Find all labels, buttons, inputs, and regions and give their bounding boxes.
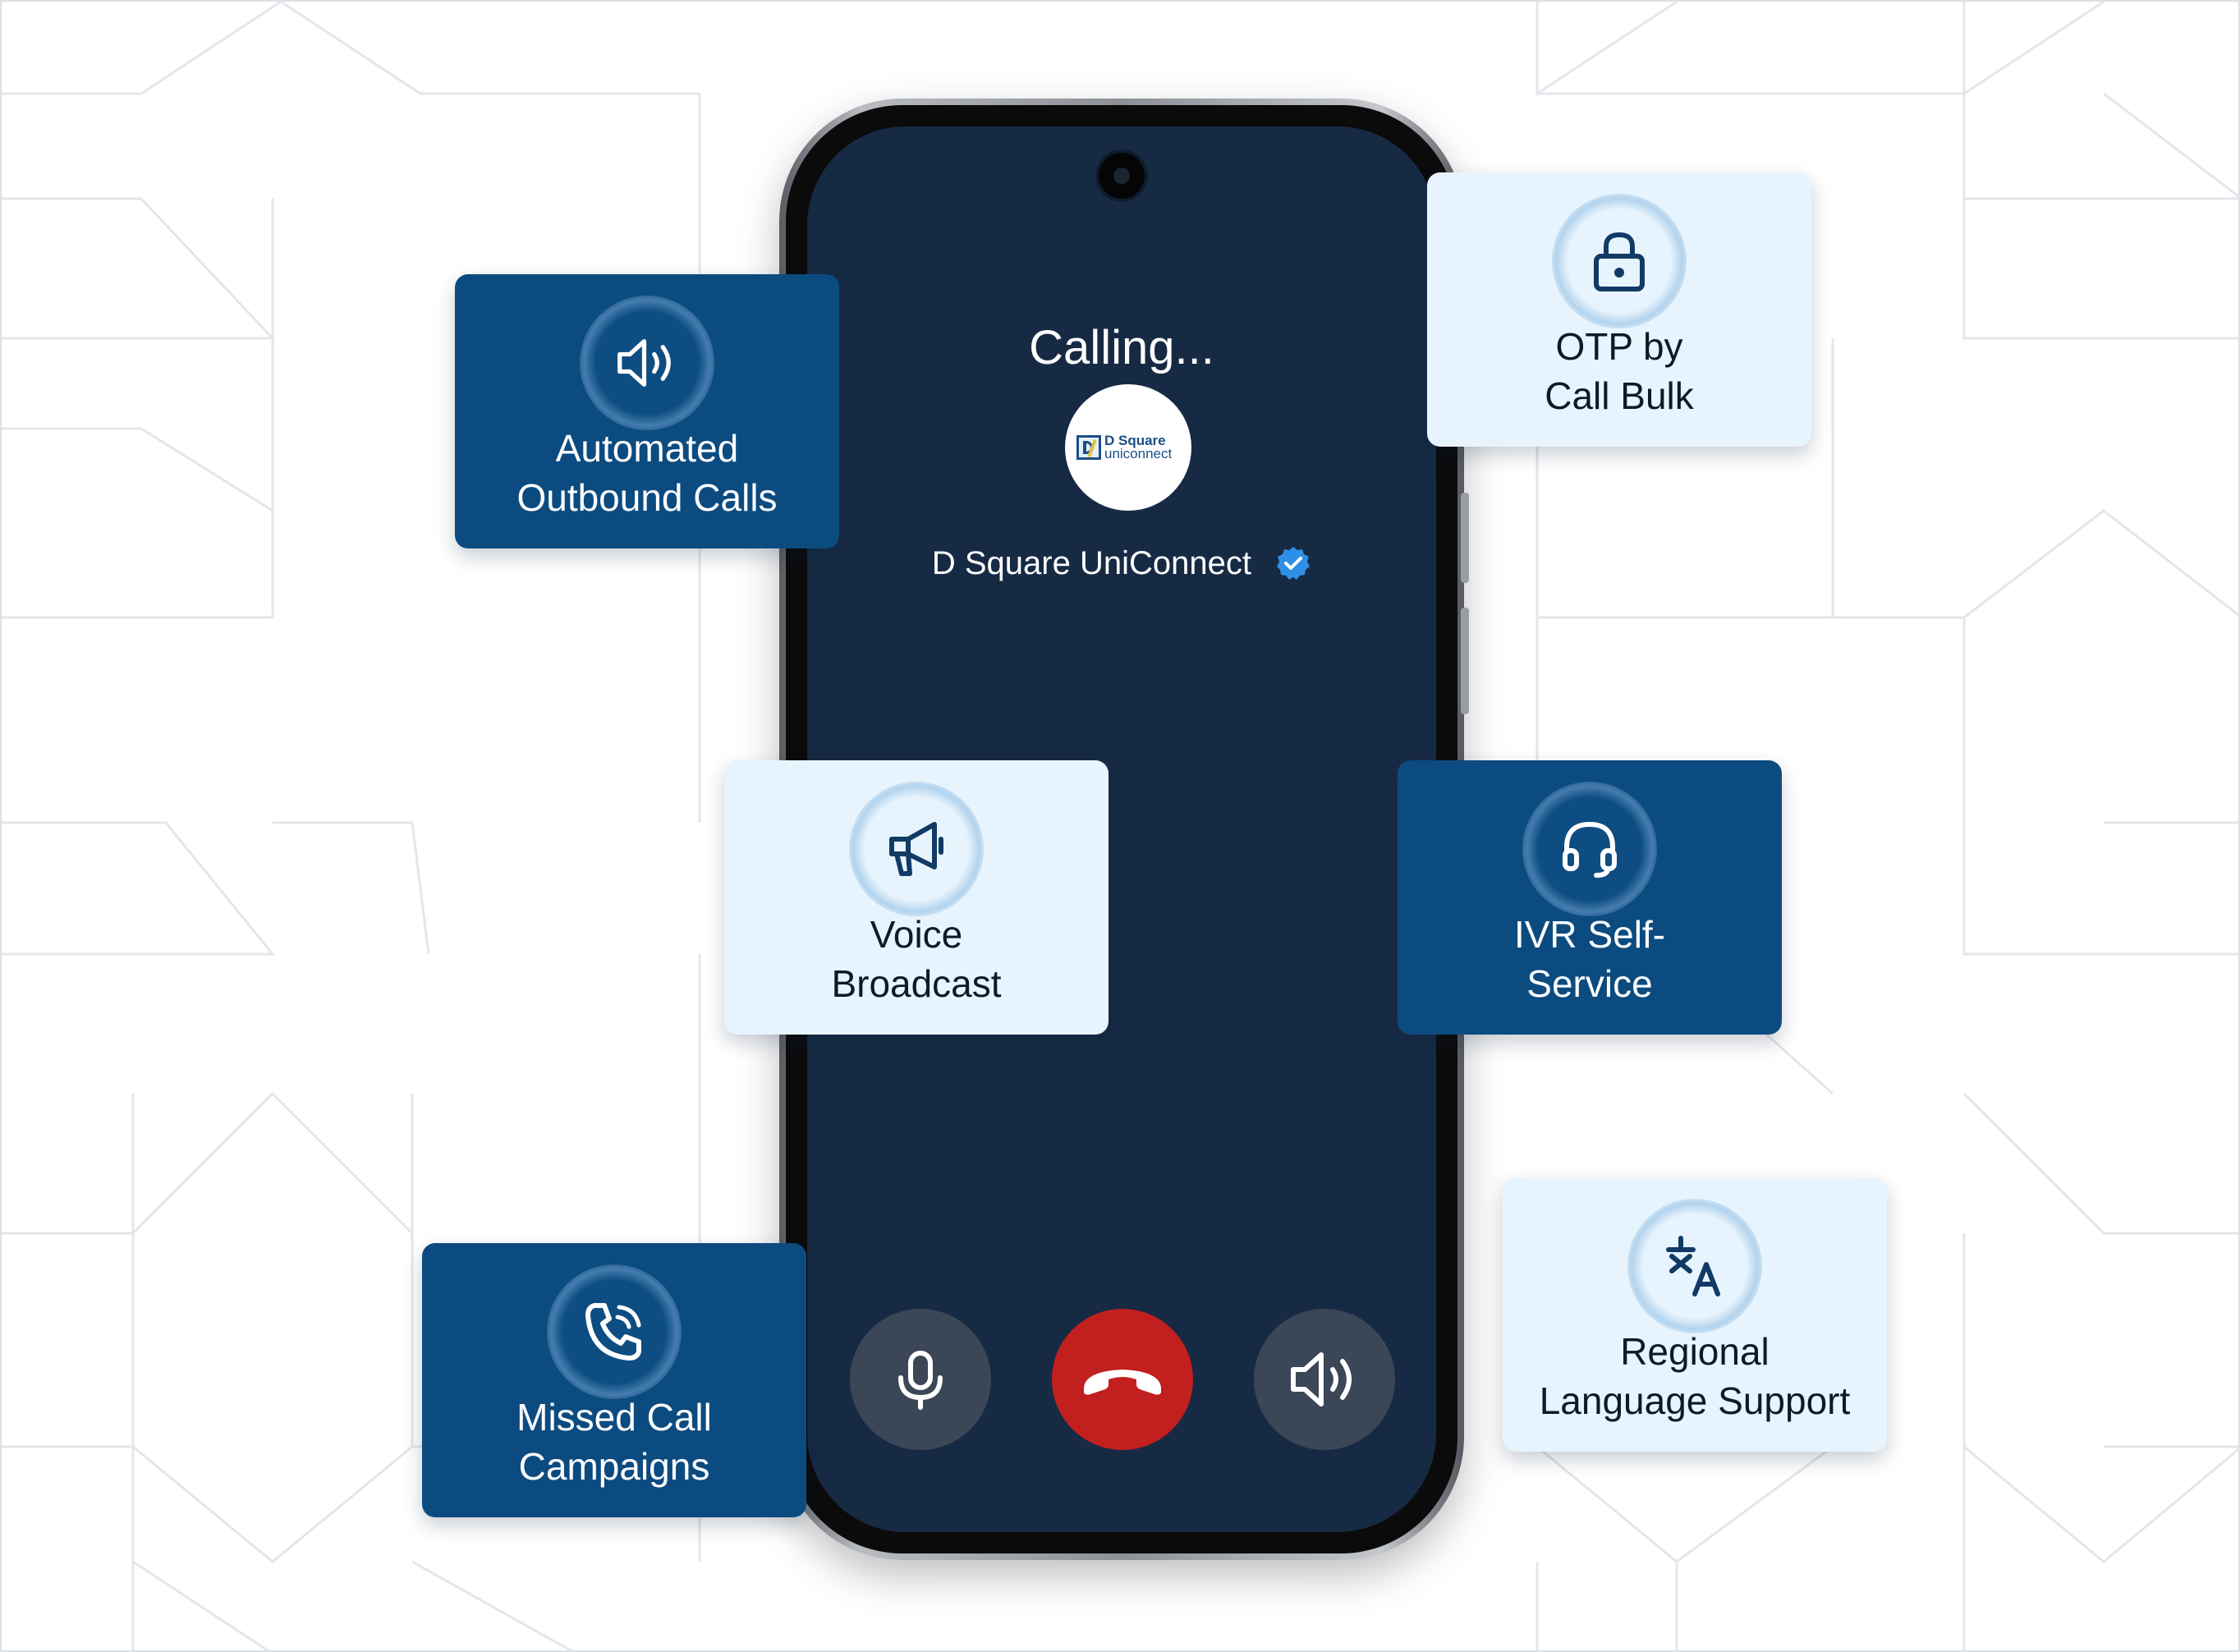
speaker-icon bbox=[1291, 1352, 1352, 1406]
phone-call-icon bbox=[585, 1303, 641, 1361]
front-camera-icon bbox=[1099, 153, 1145, 199]
translate-icon bbox=[1666, 1236, 1720, 1296]
feature-card-otp-by-call[interactable]: OTP by Call Bulk bbox=[1427, 172, 1811, 447]
phone-volume-button bbox=[1461, 608, 1469, 714]
icon-halo bbox=[1552, 194, 1687, 328]
icon-halo bbox=[1627, 1199, 1762, 1333]
d-square-logo-icon bbox=[1076, 435, 1101, 460]
end-call-icon bbox=[1084, 1370, 1161, 1395]
feature-card-ivr-self-service[interactable]: IVR Self- Service bbox=[1398, 760, 1782, 1035]
icon-halo bbox=[547, 1264, 682, 1399]
end-call-button[interactable] bbox=[1052, 1309, 1193, 1450]
feature-card-automated-outbound-calls[interactable]: Automated Outbound Calls bbox=[455, 274, 839, 548]
icon-halo bbox=[580, 296, 714, 430]
speaker-volume-icon bbox=[617, 339, 671, 387]
feature-label: Regional Language Support bbox=[1539, 1330, 1851, 1422]
feature-label: IVR Self- Service bbox=[1513, 913, 1666, 1005]
microphone-icon bbox=[898, 1351, 943, 1410]
feature-card-voice-broadcast[interactable]: Voice Broadcast bbox=[724, 760, 1109, 1035]
icon-halo bbox=[1522, 782, 1657, 916]
verified-badge-icon bbox=[1277, 547, 1310, 580]
speaker-button[interactable] bbox=[1254, 1309, 1395, 1450]
feature-label: Automated Outbound Calls bbox=[516, 427, 778, 519]
logo-text-line1: D Square bbox=[1104, 433, 1166, 448]
feature-label: Voice Broadcast bbox=[831, 913, 1002, 1005]
headset-icon bbox=[1563, 821, 1617, 878]
mute-button[interactable] bbox=[850, 1309, 991, 1450]
feature-label: Missed Call Campaigns bbox=[516, 1396, 712, 1488]
contact-name-row: D Square UniConnect bbox=[807, 545, 1436, 582]
feature-card-missed-call-campaigns[interactable]: Missed Call Campaigns bbox=[422, 1243, 806, 1517]
contact-name: D Square UniConnect bbox=[931, 545, 1251, 581]
contact-avatar: D Square uniconnect bbox=[1065, 384, 1191, 511]
phone-side-button bbox=[1461, 493, 1469, 583]
icon-halo bbox=[849, 782, 984, 916]
megaphone-icon bbox=[889, 822, 943, 876]
call-status-text: Calling... bbox=[1029, 321, 1214, 374]
feature-card-regional-language-support[interactable]: Regional Language Support bbox=[1503, 1177, 1887, 1452]
feature-label: OTP by Call Bulk bbox=[1545, 325, 1694, 417]
logo-text-line2: uniconnect bbox=[1104, 446, 1173, 461]
lock-icon bbox=[1594, 232, 1645, 291]
